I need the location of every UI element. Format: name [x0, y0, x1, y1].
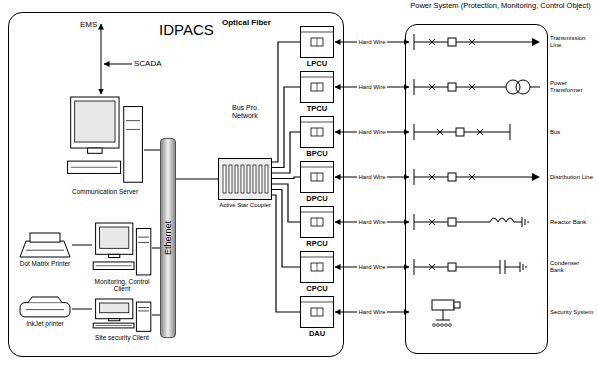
edge-label: Hard Wire [357, 84, 386, 91]
control-unit: BPCU [300, 116, 334, 162]
object-label: Condenser Bank [550, 260, 594, 274]
object-label: Transmission Line [550, 35, 594, 49]
client-computer [92, 222, 152, 276]
single-line-symbol [410, 25, 546, 59]
control-cabinet [300, 116, 334, 148]
edge-label: Hard Wire [357, 174, 386, 181]
fiber-link [272, 42, 300, 162]
control-unit: TPCU [300, 71, 334, 117]
printer-icon [18, 296, 72, 318]
device-label: Site security Client [92, 334, 152, 341]
control-cabinet [300, 206, 334, 238]
device-label: Dot Matrix Printer [18, 260, 72, 267]
ems-arrow [101, 24, 102, 94]
control-unit: DPCU [300, 161, 334, 207]
printer-icon [18, 232, 72, 258]
object-label: Distribution Line [550, 174, 594, 181]
unit-label: DAU [309, 330, 325, 339]
bus-label: Ethernet [163, 221, 173, 255]
single-line-symbol [410, 115, 546, 149]
object-label: Bus [550, 129, 594, 136]
device-label: Communication Server [66, 188, 144, 195]
fiber-link [272, 177, 300, 179]
printer-node: InkJet printer [18, 296, 72, 338]
single-line-symbol [410, 250, 546, 284]
unit-label: TPCU [307, 105, 327, 114]
control-cabinet [300, 71, 334, 103]
printer-node: Dot Matrix Printer [18, 232, 72, 276]
power-object: Transmission Line [410, 25, 594, 59]
server-node: Communication Server [66, 96, 144, 212]
unit-label: BPCU [306, 150, 327, 159]
control-unit: LPCU [300, 26, 334, 72]
client-computer [92, 298, 152, 332]
region-title: IDPACS [159, 21, 214, 38]
device-label: InkJet printer [18, 320, 72, 327]
unit-label: LPCU [307, 60, 327, 69]
object-label: Security System [550, 309, 594, 316]
device-label: Active Star Coupler [218, 202, 272, 209]
object-label: Power Transformer [550, 80, 594, 94]
medium-label: Optical Fiber [222, 18, 271, 27]
unit-label: RPCU [306, 240, 327, 249]
system-label: SCADA [134, 59, 162, 68]
control-cabinet [300, 161, 334, 193]
scada-arrow [104, 64, 132, 65]
star-coupler: Active Star Coupler [218, 158, 272, 218]
fiber-link [272, 132, 300, 173]
control-unit: DAU [300, 296, 334, 342]
control-unit: RPCU [300, 206, 334, 252]
coupler-unit [218, 158, 272, 200]
edge-label: Hard Wire [357, 264, 386, 271]
fiber-link [272, 87, 300, 168]
single-line-symbol [410, 70, 546, 104]
single-line-symbol [410, 295, 546, 329]
unit-label: DPCU [306, 195, 327, 204]
single-line-symbol [410, 205, 546, 239]
client-node: Monitoring, Control Client [92, 222, 152, 296]
power-object: Distribution Line [410, 160, 594, 194]
control-cabinet [300, 26, 334, 58]
network-link [152, 315, 160, 316]
control-cabinet [300, 251, 334, 283]
power-object: Condenser Bank [410, 250, 594, 284]
network-label: Bus Pro. Network [232, 104, 276, 120]
network-link [72, 245, 92, 246]
edge-label: Hard Wire [357, 39, 386, 46]
client-node: Site security Client [92, 298, 152, 352]
system-region: IDPACS Communication ServerActive Star Co… [8, 12, 344, 357]
power-object: Bus [410, 115, 594, 149]
edge-label: Hard Wire [357, 129, 386, 136]
object-label: Reactor Bank [550, 219, 594, 226]
server-computer [66, 96, 144, 184]
network-link [176, 179, 218, 180]
system-label: EMS [80, 20, 97, 29]
power-system-region: Power System (Protection, Monitoring, Co… [405, 24, 548, 354]
region-title: Power System (Protection, Monitoring, Co… [406, 2, 595, 11]
edge-label: Hard Wire [357, 219, 386, 226]
fiber-link [272, 195, 300, 312]
ethernet-bus: Ethernet [160, 138, 176, 338]
power-object: Power Transformer [410, 70, 594, 104]
unit-label: CPCU [306, 285, 327, 294]
edge-label: Hard Wire [357, 309, 386, 316]
network-link [152, 248, 160, 249]
network-link [72, 309, 92, 310]
power-object: Security System [410, 295, 594, 329]
network-link [144, 150, 160, 151]
device-label: Monitoring, Control Client [92, 278, 152, 293]
single-line-symbol [410, 160, 546, 194]
control-cabinet [300, 296, 334, 328]
control-unit: CPCU [300, 251, 334, 297]
power-object: Reactor Bank [410, 205, 594, 239]
